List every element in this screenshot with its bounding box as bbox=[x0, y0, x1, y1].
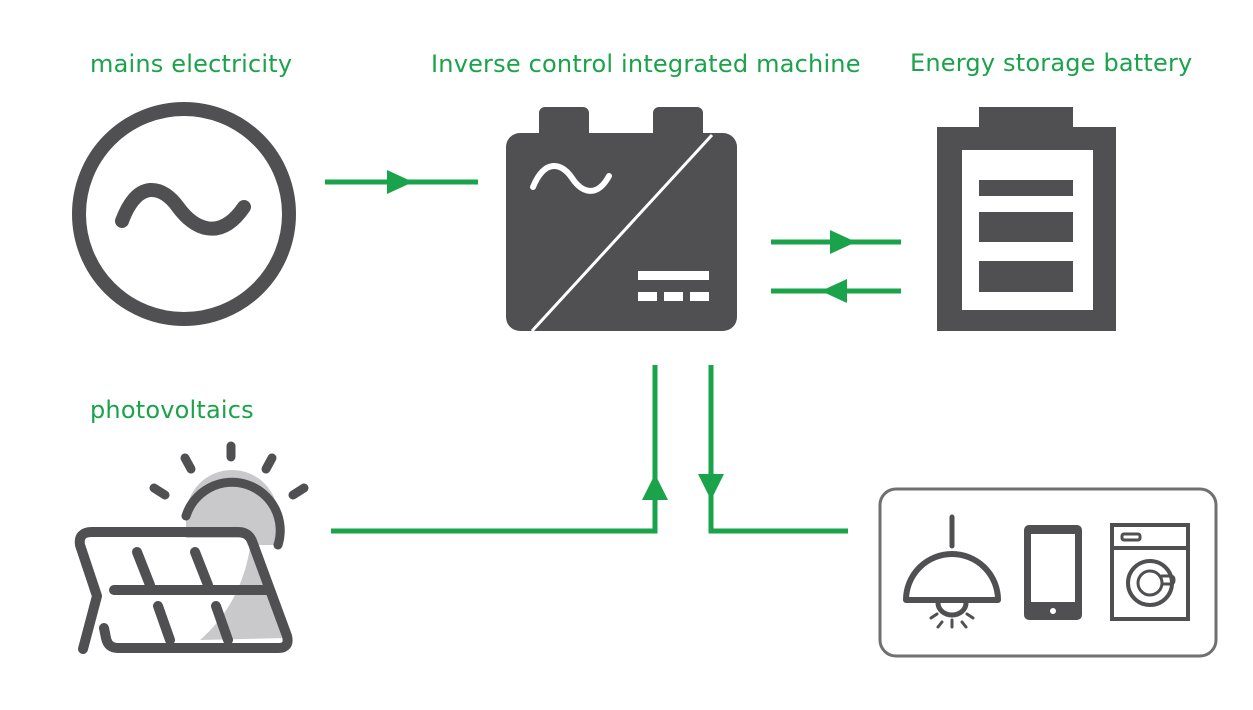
inverter-to-loads-arrow bbox=[698, 365, 848, 534]
mains-to-inverter-arrow bbox=[325, 170, 478, 194]
solar-panel-icon bbox=[74, 441, 309, 654]
lamp-icon bbox=[903, 514, 1001, 629]
battery-icon bbox=[937, 107, 1116, 331]
inverter-label: Inverse control integrated machine bbox=[431, 50, 861, 78]
pv-to-inverter-arrow bbox=[331, 365, 668, 534]
washing-machine-icon bbox=[1110, 523, 1190, 621]
battery-to-inverter-arrow bbox=[771, 279, 901, 303]
mains-electricity-label: mains electricity bbox=[90, 50, 293, 78]
inverter-to-battery-arrow bbox=[771, 230, 901, 254]
ac-source-icon bbox=[72, 102, 296, 326]
battery-label: Energy storage battery bbox=[910, 49, 1193, 77]
loads-box bbox=[878, 487, 1218, 658]
phone-icon bbox=[1024, 525, 1082, 620]
inverter-icon bbox=[506, 107, 737, 333]
photovoltaics-label: photovoltaics bbox=[90, 396, 254, 424]
